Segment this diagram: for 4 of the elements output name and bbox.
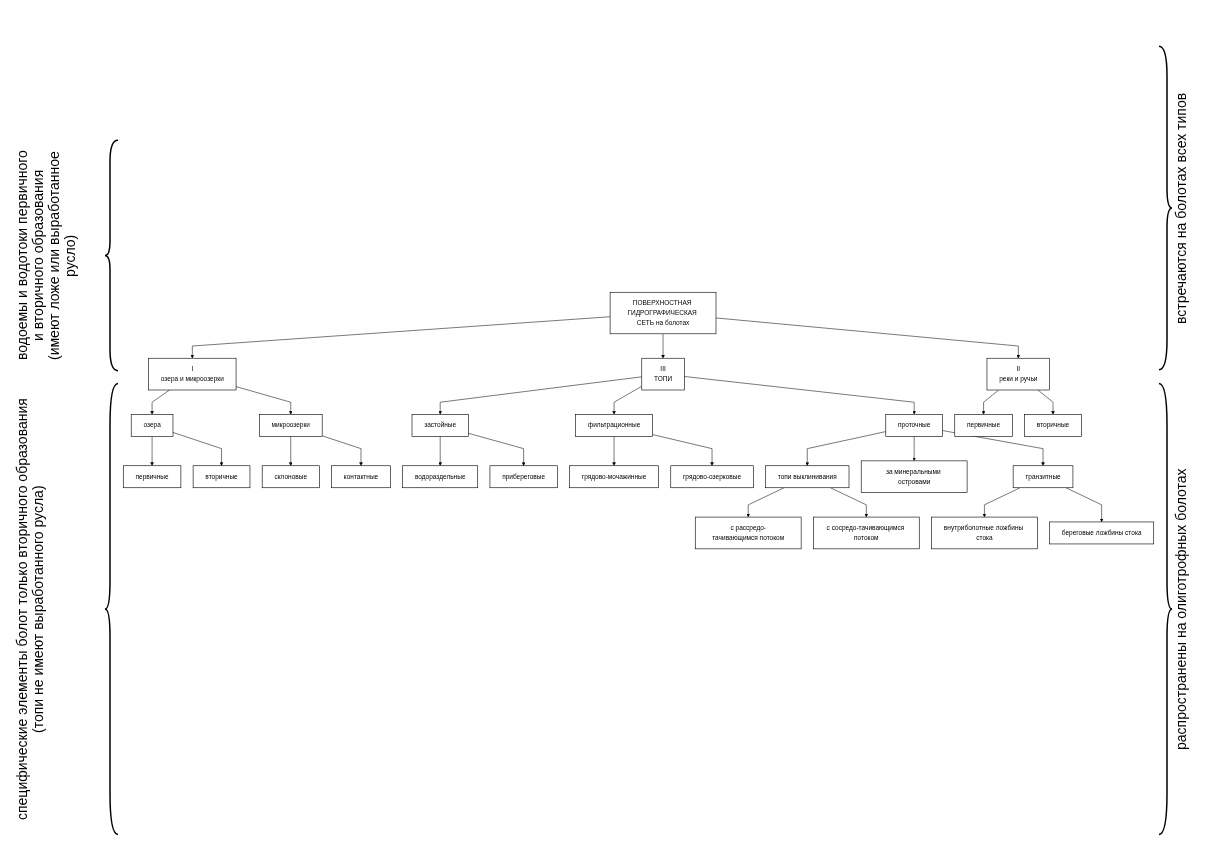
side-note: специфические элементы болот только вторичного образования (топи не имеют выработанного русла) [14,397,47,822]
side-note: встречаются на болотах всех типов [1173,91,1190,326]
side-note: распространены на олиготрофных болотах [1173,467,1190,752]
side-note: водоемы и водотоки первичного и вторичного образования (имеют ложе или выработанное русло) [14,149,79,363]
